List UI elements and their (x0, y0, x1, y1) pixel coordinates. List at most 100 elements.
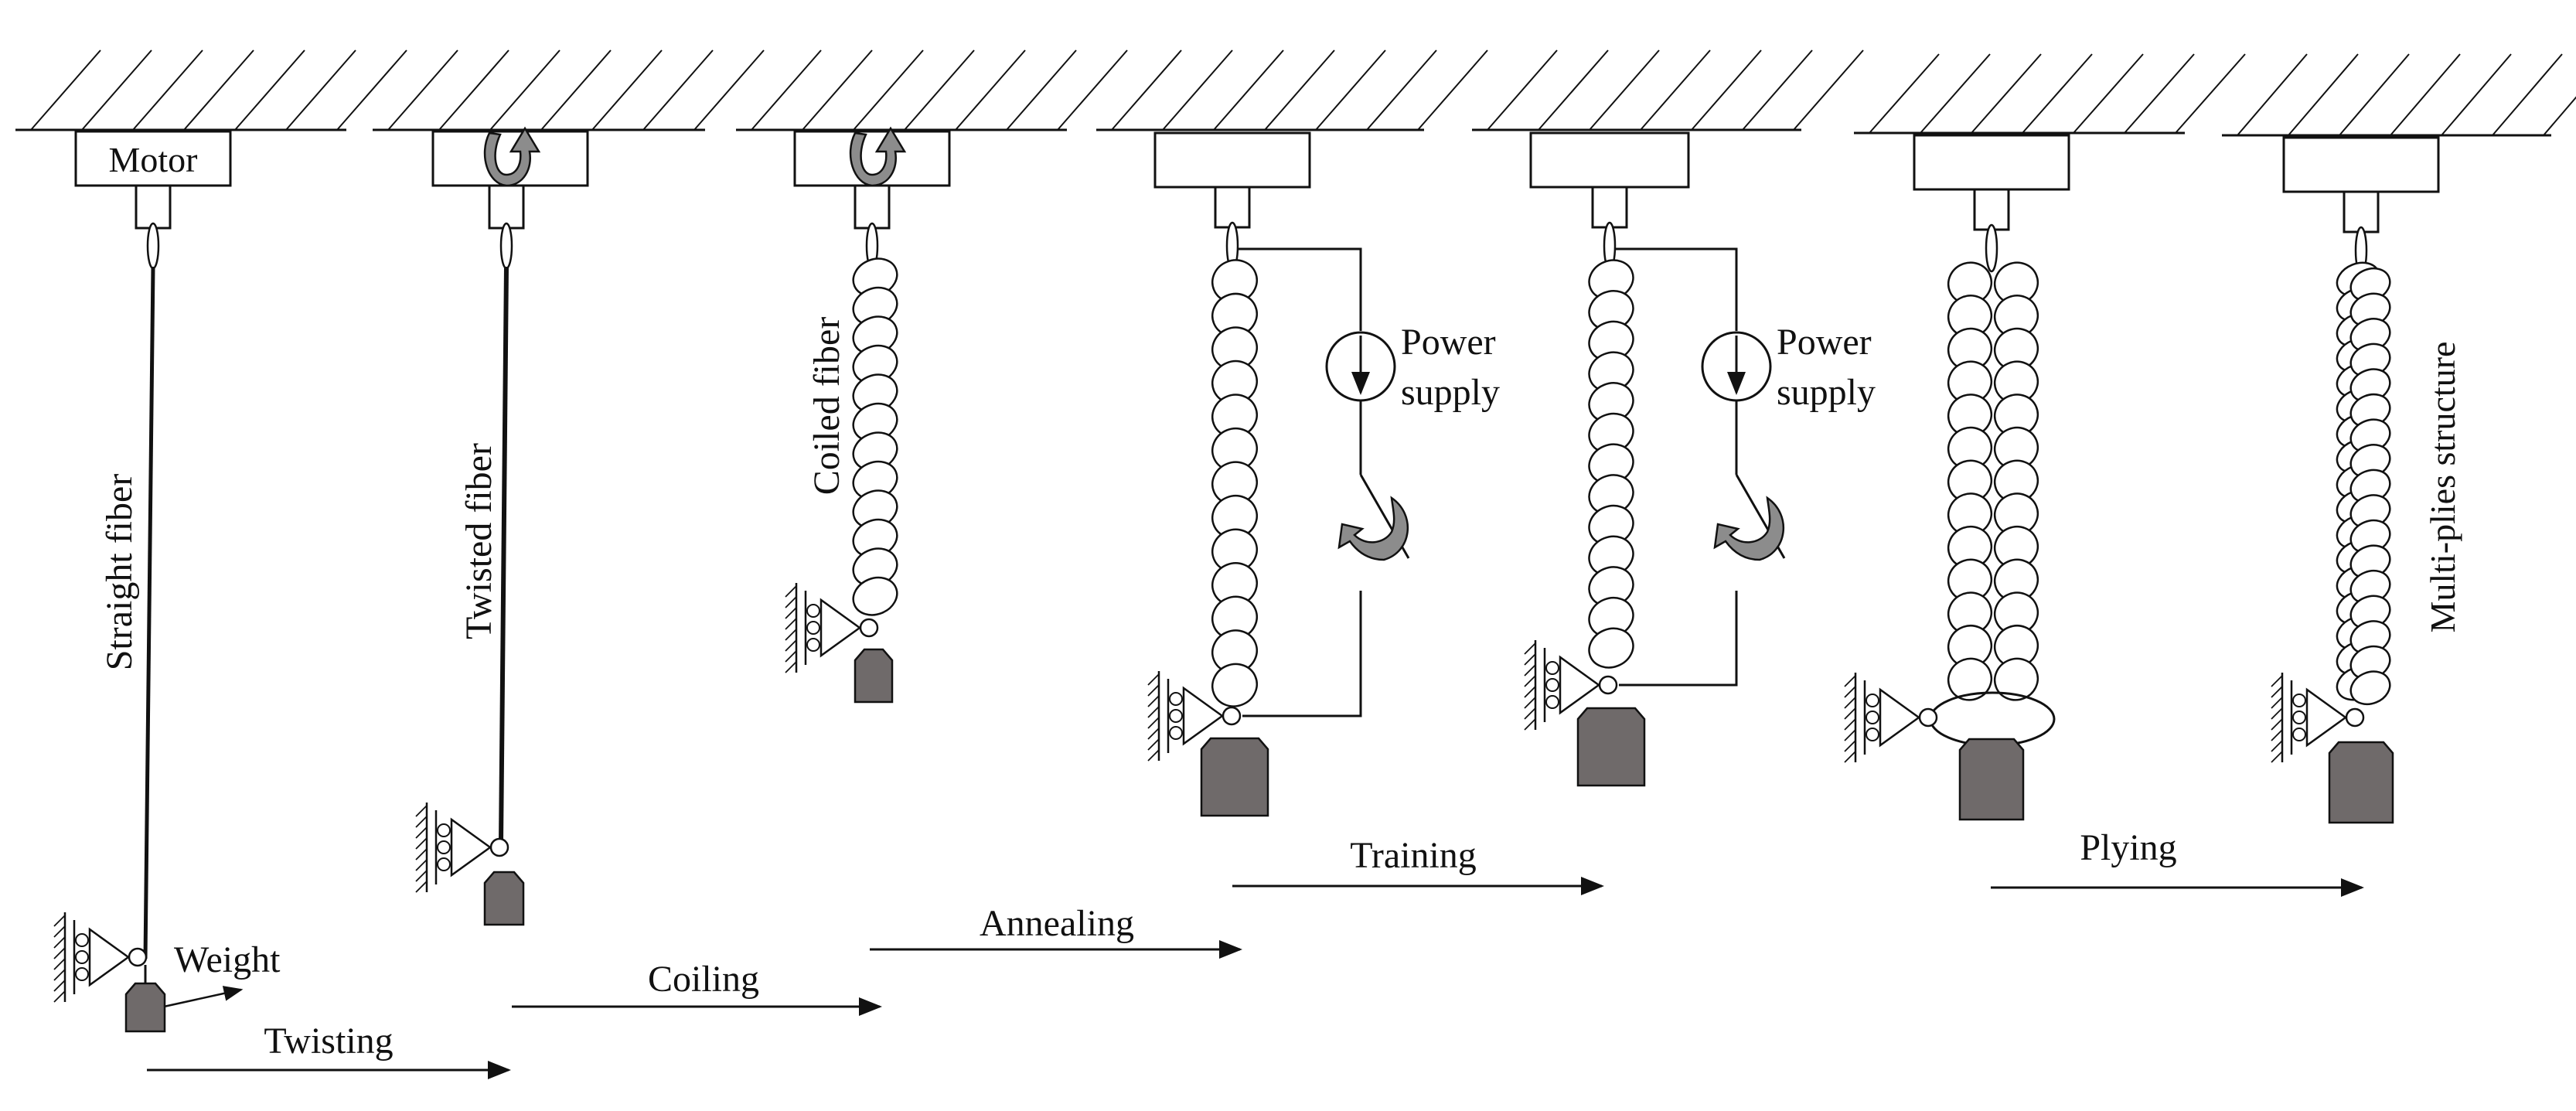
circuit-wire (1616, 247, 1738, 331)
ceiling-hatch (802, 49, 873, 131)
fibers (143, 221, 2391, 959)
ceiling-hatch (1691, 49, 1762, 131)
motor-label: Motor (109, 140, 198, 179)
support-wall-hatch (53, 936, 66, 949)
support-wall-hatch (1524, 675, 1536, 687)
step-label-annealing: Annealing (980, 903, 1134, 944)
weight-icon (2328, 741, 2394, 824)
support-roller (1545, 695, 1559, 709)
support-wall-hatch (1524, 653, 1536, 666)
support-roller (1169, 726, 1183, 740)
motor-shaft (1214, 186, 1251, 229)
ceiling-hatch (1538, 49, 1609, 131)
ceiling-hatch (2390, 53, 2461, 136)
support-wall-hatch (1844, 697, 1856, 709)
support-roller (1866, 694, 1879, 707)
support-wall-hatch (53, 969, 66, 981)
rotation-arrow-icon (483, 126, 541, 187)
ceiling-hatch (1006, 49, 1077, 131)
support-wall-hatch (53, 958, 66, 970)
support-roller (1866, 711, 1879, 724)
motor-box (2282, 136, 2440, 193)
circuits (1239, 247, 1786, 717)
support-triangle (1879, 687, 1921, 748)
support-roller (437, 840, 451, 854)
ceiling-hatch (183, 49, 254, 131)
weight-pointer-arrow (163, 986, 244, 1008)
ceiling-hatch (387, 49, 458, 131)
motor-box (1913, 134, 2070, 191)
ceiling-hatch (2441, 53, 2512, 136)
pin-joint (1222, 706, 1242, 726)
support-wall-hatch (1147, 717, 1160, 729)
support-wall-hatch (1147, 673, 1160, 686)
support-wall-hatch (2271, 729, 2283, 741)
support-wall-hatch (1844, 729, 1856, 741)
supports (53, 583, 2394, 1033)
coil-icon (1211, 259, 1258, 707)
ceiling-hatch (1315, 49, 1386, 131)
support-roller (806, 604, 820, 618)
ceiling-hatch (1417, 49, 1488, 131)
power-supply-1-line1: Power (1401, 322, 1496, 363)
ceiling-hatch (904, 49, 975, 131)
motor-shaft (1591, 186, 1628, 229)
coiled-fiber-label: Coiled fiber (806, 317, 847, 496)
support-roller (1545, 661, 1559, 675)
weight-icon (1200, 737, 1269, 817)
ceiling-hatch (2175, 53, 2246, 134)
roller-support-icon (53, 912, 148, 1003)
circuit-wire (1239, 247, 1362, 331)
support-wall-hatch (415, 881, 428, 893)
ceiling-hatch (1742, 49, 1813, 131)
support-wall-hatch (53, 990, 66, 1003)
pin-joint (489, 837, 509, 857)
ceiling-hatch (1920, 53, 1991, 134)
hook-icon (499, 222, 513, 270)
step-label-plying: Plying (2080, 827, 2176, 868)
weight-icon (854, 648, 894, 704)
roller-support-icon (785, 583, 879, 673)
ceiling-hatch (2124, 53, 2195, 134)
support-roller (806, 621, 820, 635)
ceiling-hatch (2339, 53, 2410, 136)
ceilings (15, 49, 2576, 137)
support-wall-hatch (1524, 697, 1536, 709)
support-wall-hatch (1844, 707, 1856, 720)
twisted-fiber-label: Twisted fiber (458, 443, 499, 639)
multi-ply-coil-strand-2 (2349, 267, 2391, 706)
coil-icon (1588, 259, 1634, 669)
pin-joint (1598, 675, 1618, 695)
coil-loop (1993, 657, 2039, 701)
support-wall-hatch (785, 607, 797, 619)
ceiling-hatch (1640, 49, 1711, 131)
step-label-coiling: Coiling (648, 959, 759, 1000)
double-coil-strand-1 (1947, 261, 1993, 701)
ceiling-hatch (1057, 49, 1128, 131)
weight-icon (124, 982, 166, 1033)
ceiling-hatch (1589, 49, 1660, 131)
ceiling-hatch (336, 49, 407, 131)
switch-rotation-arrow-icon (1337, 496, 1409, 561)
hook-icon (146, 222, 160, 270)
ceiling-hatch (2073, 53, 2144, 134)
support-wall-hatch (1147, 706, 1160, 718)
support-wall-hatch (415, 870, 428, 882)
support-roller (75, 933, 89, 947)
motor-box (1529, 131, 1690, 189)
step-label-twisting: Twisting (264, 1021, 393, 1062)
support-wall-hatch (785, 629, 797, 641)
circuit-wire (1242, 591, 1362, 717)
ceiling-hatch (234, 49, 305, 131)
ceiling-hatch (2288, 53, 2359, 136)
motor-shaft (488, 184, 525, 230)
rotation-arrow-icon (849, 126, 907, 187)
roller-support-icon (415, 803, 509, 893)
ceiling-hatch (1111, 49, 1182, 131)
weight-icon (1576, 707, 1646, 787)
ceiling-hatch (2543, 96, 2576, 136)
support-wall-hatch (1147, 728, 1160, 740)
support-wall-hatch (1844, 718, 1856, 731)
switch-rotation-arrow-icon (1713, 496, 1785, 561)
support-wall-hatch (1844, 740, 1856, 752)
